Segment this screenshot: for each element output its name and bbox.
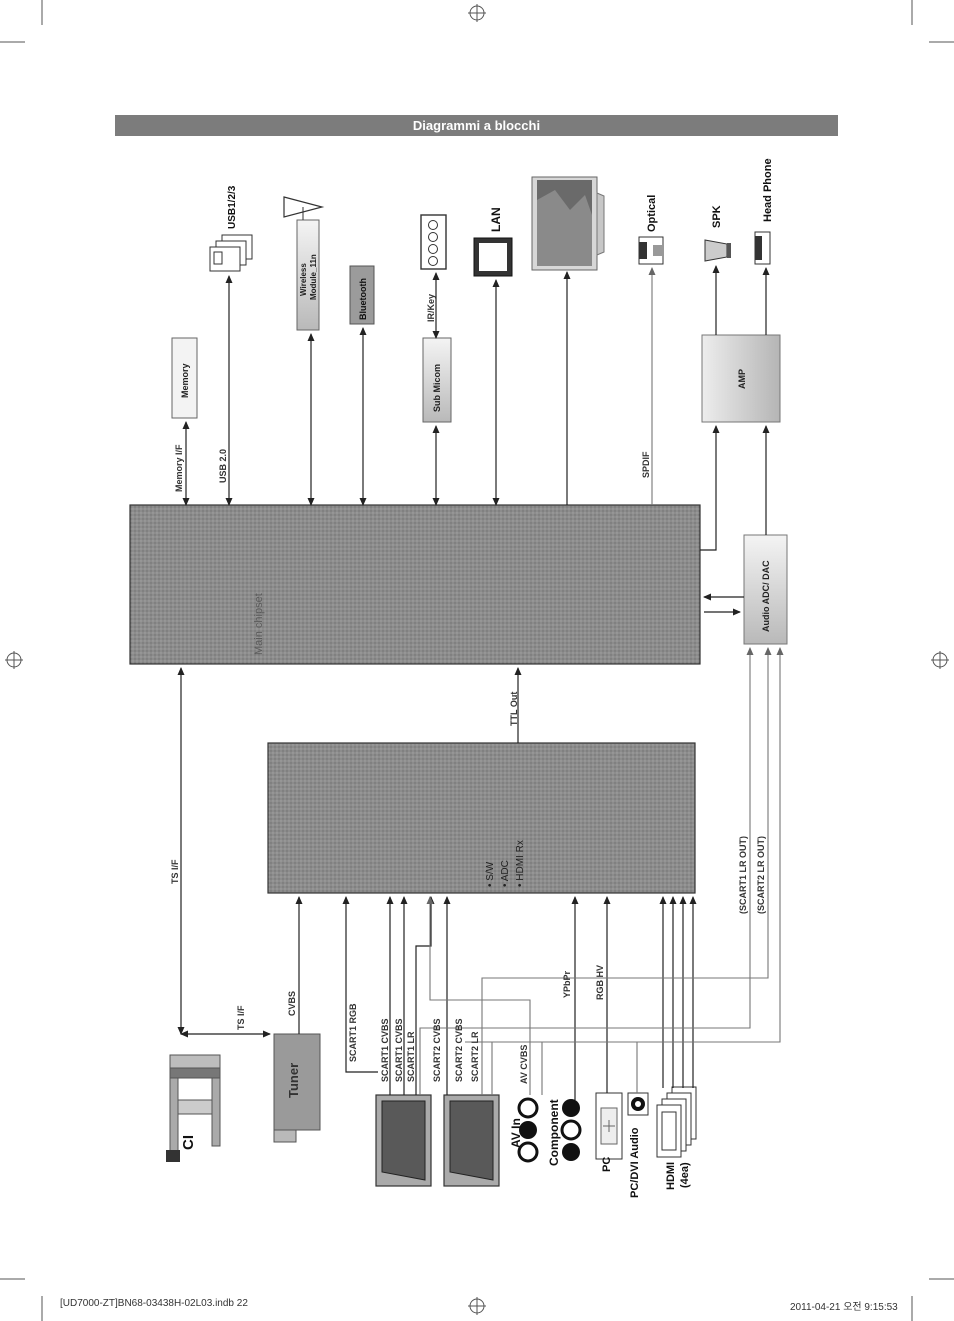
audio-adc-dac-block: Audio ADC/ DAC [743,534,788,645]
tv-panel-icon [531,176,605,271]
antenna-icon [283,196,325,220]
scart1-cvbs-label-a: SCART1 CVBS [380,1018,390,1082]
ci-label: CI [180,1135,197,1150]
audio-lines [419,267,784,1095]
footer-file: [UD7000-ZT]BN68-03438H-02L03.indb 22 [60,1298,248,1309]
hdmi-label-2: (4ea) [679,1162,691,1188]
hdmi-connectors-icon [656,1086,697,1158]
hdmi-label-1: HDMI [665,1162,677,1190]
usb-connectors-icon [209,234,253,272]
scart2-lr-label: SCART2 LR [470,1031,480,1082]
lan-label: LAN [489,207,503,232]
ts-if-ci-label: TS I/F [236,1005,246,1030]
optical-label: Optical [646,195,658,232]
amp-label: AMP [737,369,747,389]
speaker-icon [704,239,731,262]
scart1-lr-label: SCART1 LR [406,1031,416,1082]
spdif-label: SPDIF [641,451,651,478]
footer-timestamp: 2011-04-21 오전 9:15:53 [790,1302,898,1313]
memory-if-label: Memory I/F [174,444,184,492]
usb-label: USB1/2/3 [227,185,238,229]
memory-block: Memory [171,337,198,419]
scart2-lr-out-label: (SCART2 LR OUT) [756,836,766,914]
rgb-hv-label: RGB HV [595,965,605,1000]
memory-label: Memory [180,363,190,398]
bluetooth-block: Bluetooth [349,265,375,325]
peripheral-labels: USB1/2/3 LAN Optical SPK Head Phone AV I… [227,158,774,1198]
pc-dvi-audio-label: PC/DVI Audio [629,1127,641,1198]
vga-connector-icon [595,1092,623,1160]
av-in-label: AV In [509,1118,523,1148]
cvbs-label: CVBS [287,991,297,1016]
component-label: Component [547,1099,561,1166]
ts-if-main-label: TS I/F [170,859,180,884]
pc-label: PC [601,1157,613,1172]
ci-slot-icon: CI [166,1054,221,1162]
main-chipset-label: Main chipset [253,593,265,655]
audio-adc-dac-label: Audio ADC/ DAC [761,560,771,632]
wireless-label-1: Wireless [299,263,308,296]
scart1-rgb-label: SCART1 RGB [348,1003,358,1062]
signal-labels: Memory I/F USB 2.0 IR/Key SPDIF TTL Out … [170,294,766,1084]
scart-connector-icon [375,1094,500,1187]
wireless-module-block: Wireless Module_11n [296,219,320,331]
wireless-label-2: Module_11n [309,254,318,300]
lan-jack-icon [473,237,513,277]
scart1-cvbs-label-b: SCART1 CVBS [394,1018,404,1082]
page-title: Diagrammi a blocchi [412,118,541,133]
amp-block: AMP [701,334,781,423]
ir-key-label: IR/Key [426,294,436,322]
rca-connector-icon [517,1097,582,1163]
header-banner: Diagrammi a blocchi [115,115,838,136]
input-processor-block: • S/W • ADC • HDMI Rx [267,742,696,894]
sub-micom-block: Sub Micom [422,337,452,423]
processor-item-adc: • ADC [500,860,511,887]
av-cvbs-label: AV CVBS [519,1045,529,1084]
audio-jack-icon [627,1092,649,1116]
spk-label: SPK [711,205,723,228]
connection-lines [177,265,770,1100]
ypbpr-label: YPbPr [562,970,572,998]
remote-receiver-icon [420,214,447,270]
processor-item-hdmi-rx: • HDMI Rx [515,840,526,887]
sub-micom-label: Sub Micom [432,364,442,412]
optical-jack-icon [638,236,664,265]
bluetooth-label: Bluetooth [358,278,368,320]
head-phone-label: Head Phone [762,158,774,222]
tuner-label: Tuner [286,1063,301,1098]
main-chipset-block: Main chipset [129,504,701,665]
processor-item-sw: • S/W [485,861,496,887]
scart2-cvbs-label-a: SCART2 CVBS [432,1018,442,1082]
scart2-cvbs-label-b: SCART2 CVBS [454,1018,464,1082]
usb-20-label: USB 2.0 [218,449,228,483]
scart1-lr-out-label: (SCART1 LR OUT) [738,836,748,914]
ttl-out-label: TTL Out [509,692,519,726]
headphone-jack-icon [754,231,771,265]
tuner-block: Tuner [273,1033,321,1143]
